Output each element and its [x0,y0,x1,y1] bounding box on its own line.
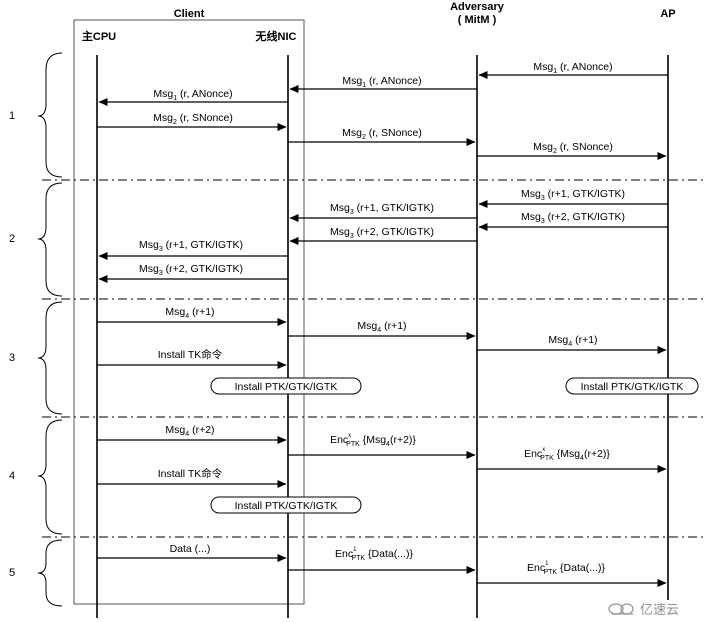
client-header: Client [174,8,205,20]
nic-header: 无线NIC [255,29,297,43]
phase-brace [37,419,63,535]
install-box-client-1 [210,377,362,395]
label-msg3a-adversary-nic: Msg3 (r+1, GTK/IGTK) [330,202,434,216]
install-box-ap [565,377,699,395]
label-msg3b-nic-cpu: Msg3 (r+2, GTK/IGTK) [139,263,243,277]
label-msg4a-cpu-nic: Msg4 (r+1) [165,306,214,320]
cloud-logo-icon [608,603,634,615]
label-msg2-nic-adversary: Msg2 (r, SNonce) [342,127,422,141]
label-msg4a-adversary-ap: Msg4 (r+1) [548,334,597,348]
adversary-subheader: ( MitM ) [458,14,497,26]
label-msg1-ap-adversary: Msg1 (r, ANonce) [533,61,612,75]
cpu-header: 主CPU [82,29,116,43]
phase-brace [37,301,63,415]
label-msg4b-cpu-nic: Msg4 (r+2) [165,424,214,438]
phase-braces [37,52,63,607]
label-msg3a-ap-adversary: Msg3 (r+1, GTK/IGTK) [521,188,625,202]
client-box [73,19,305,605]
adversary-header: Adversary [450,1,505,13]
label-msg1-adversary-nic: Msg1 (r, ANonce) [342,75,421,89]
install-box-client-2 [210,496,362,514]
label-install-tk-2: Install TK命令 [158,467,223,480]
install-box-client-2-label: Install PTK/GTK/IGTK [235,500,338,512]
phase-number: 3 [9,352,15,364]
label-msg3b-ap-adversary: Msg3 (r+2, GTK/IGTK) [521,211,625,225]
install-box-ap-label: Install PTK/GTK/IGTK [581,381,684,393]
phase-brace [37,539,63,607]
phase-number: 2 [9,233,15,245]
label-install-tk-1: Install TK命令 [158,348,223,361]
label-msg3b-adversary-nic: Msg3 (r+2, GTK/IGTK) [330,226,434,240]
phase-number: 1 [9,110,15,122]
label-msg1-nic-cpu: Msg1 (r, ANonce) [153,88,232,102]
label-data-cpu-nic: Data (...) [170,543,211,555]
phase-number: 5 [9,567,15,579]
label-msg3a-nic-cpu: Msg3 (r+1, GTK/IGTK) [139,239,243,253]
watermark: 亿速云 [608,602,679,617]
phase-brace [37,182,63,297]
message-arrows [97,71,668,587]
phase-separators [42,179,705,538]
phase-brace [37,52,63,178]
phase-number: 4 [9,470,15,482]
ap-header: AP [660,8,675,20]
label-msg4a-nic-adversary: Msg4 (r+1) [357,320,406,334]
label-msg2-cpu-nic: Msg2 (r, SNonce) [153,112,233,126]
label-msg2-adversary-ap: Msg2 (r, SNonce) [533,141,613,155]
watermark-text: 亿速云 [640,602,679,617]
install-box-client-1-label: Install PTK/GTK/IGTK [235,381,338,393]
